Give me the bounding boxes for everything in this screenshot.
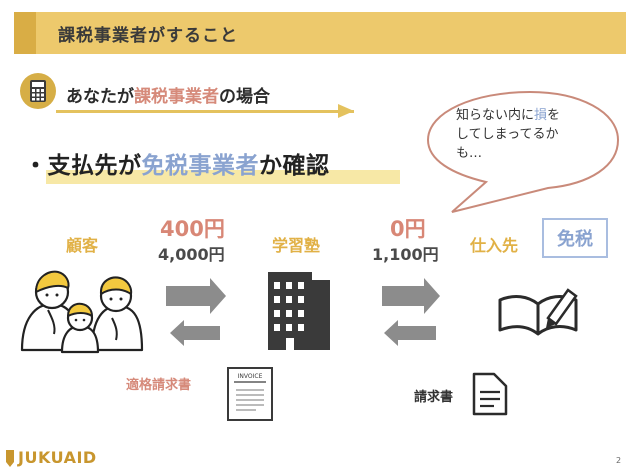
juku-label: 学習塾 [272,236,321,255]
brand-name: JUKUAID [18,448,97,467]
arrow-left-2 [384,320,436,346]
arrow-right-1 [166,278,226,314]
header-accent [14,12,36,54]
tax-amount-2: 0円 [390,217,426,241]
main-highlight-marker [46,170,400,184]
invoice-icon-label: INVOICE [238,373,263,380]
customer-label: 顧客 [66,236,99,255]
page-title: 課税事業者がすること [58,26,238,46]
supplier-label: 仕入先 [470,236,519,255]
arrow-right-2 [382,278,440,314]
speech-bubble-text: 知らない内に損を してしまってるか も… [456,108,561,161]
tax-exempt-badge: 免税 [542,218,608,258]
case-underline [56,110,354,113]
case-heading: あなたが課税事業者の場合 [66,87,270,107]
invoice-label: 請求書 [414,390,454,405]
main-statement: ・支払先が免税事業者か確認 [24,153,330,179]
payment-amount-1: 4,000円 [158,245,225,264]
tax-amount-1: 400円 [160,217,225,241]
payment-amount-2: 1,100円 [372,245,439,264]
arrow-left-1 [170,320,220,346]
header-bar [14,12,626,54]
page-number: 2 [616,456,622,465]
calculator-icon [20,73,56,109]
qualified-invoice-label: 適格請求書 [126,378,192,393]
